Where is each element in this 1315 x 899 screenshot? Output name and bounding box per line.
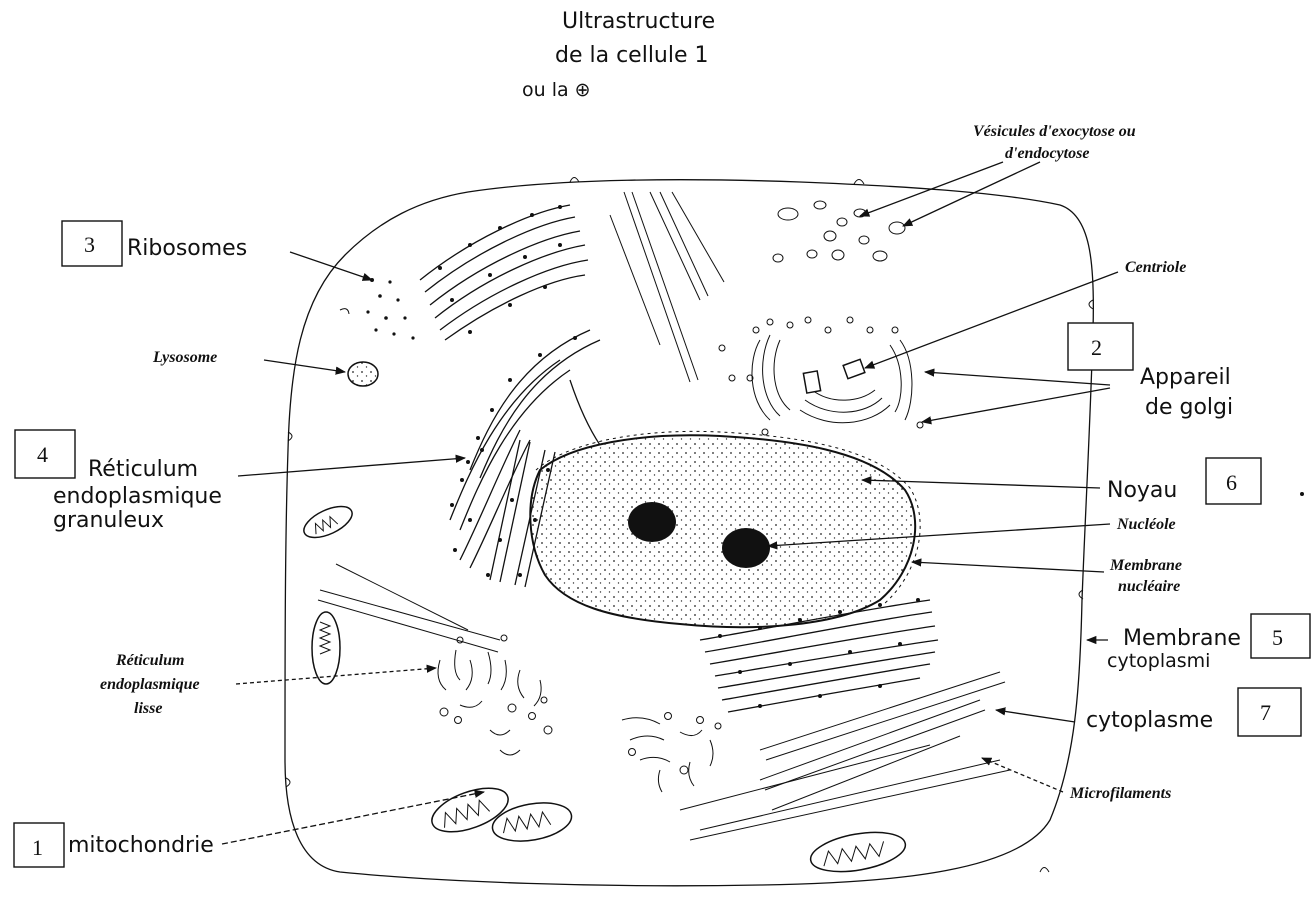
membrane-cyto-number: 5 xyxy=(1272,625,1283,650)
membrane-nucleaire-line-1: Membrane xyxy=(1109,557,1182,574)
lysosome xyxy=(348,362,378,386)
smooth-er xyxy=(438,635,721,792)
reg-label-line-1: Réticulum xyxy=(88,457,198,482)
exocytosis-vesicles xyxy=(773,201,905,262)
reg-label-line-2: endoplasmique xyxy=(53,484,222,509)
title-line-1: Ultrastructure xyxy=(562,9,715,34)
label-membrane-nucleaire: Membrane nucléaire xyxy=(912,557,1182,595)
vesicules-label-line-1: Vésicules d'exocytose ou xyxy=(973,123,1136,140)
nucleus xyxy=(530,431,920,627)
golgi-label-line-1: Appareil xyxy=(1140,365,1231,390)
label-rel: Réticulum endoplasmique lisse xyxy=(100,652,436,717)
membrane-nucleaire-line-2: nucléaire xyxy=(1118,578,1180,595)
label-cytoplasme: cytoplasme 7 xyxy=(996,688,1301,736)
ribosomes-number: 3 xyxy=(84,232,95,257)
label-ribosomes: 3 Ribosomes xyxy=(62,221,372,280)
label-microfilaments: Microfilaments xyxy=(982,758,1171,802)
membrane-cyto-line-1: Membrane xyxy=(1123,626,1241,651)
mitochondrie-label: mitochondrie xyxy=(68,833,214,858)
cytoplasme-number: 7 xyxy=(1260,700,1271,725)
microfilaments-label: Microfilaments xyxy=(1069,785,1171,802)
cytoplasme-label: cytoplasme xyxy=(1086,708,1213,733)
golgi-apparatus xyxy=(719,317,923,435)
label-reg: 4 Réticulum endoplasmique granuleux xyxy=(15,430,465,533)
ribosomes-label: Ribosomes xyxy=(127,236,247,261)
rel-label-line-2: endoplasmique xyxy=(100,676,200,693)
diagram-title: Ultrastructure de la cellule 1 ou la ⊕ xyxy=(522,9,715,101)
reg-label-line-3: granuleux xyxy=(53,508,164,533)
nucleole-label: Nucléole xyxy=(1116,516,1176,533)
reg-number: 4 xyxy=(37,442,48,467)
golgi-label-line-2: de golgi xyxy=(1145,395,1233,420)
label-lysosome: Lysosome xyxy=(152,349,345,372)
label-golgi: 2 Appareil de golgi xyxy=(922,323,1233,422)
label-noyau: Noyau 6 xyxy=(862,458,1304,504)
noyau-label: Noyau xyxy=(1107,478,1177,503)
label-mitochondrie: 1 mitochondrie xyxy=(14,792,484,867)
lysosome-label: Lysosome xyxy=(152,349,217,366)
rough-er-top-stack xyxy=(420,205,588,340)
free-ribosomes xyxy=(366,278,414,340)
noyau-number: 6 xyxy=(1226,470,1237,495)
title-line-2: de la cellule 1 xyxy=(555,43,709,68)
vesicules-label-line-2: d'endocytose xyxy=(1005,145,1089,162)
centriole-label: Centriole xyxy=(1125,259,1186,276)
label-membrane-cyto: Membrane cytoplasmi 5 xyxy=(1087,614,1310,672)
label-vesicules: Vésicules d'exocytose ou d'endocytose xyxy=(860,123,1136,226)
title-line-3: ou la ⊕ xyxy=(522,79,591,101)
centriole xyxy=(803,359,864,393)
rel-label-line-1: Réticulum xyxy=(115,652,184,669)
golgi-number: 2 xyxy=(1091,335,1102,360)
rel-label-line-3: lisse xyxy=(134,700,162,717)
mitochondrie-number: 1 xyxy=(32,835,43,860)
membrane-cyto-line-2: cytoplasmi xyxy=(1107,650,1210,672)
label-centriole: Centriole xyxy=(865,259,1186,368)
microtubules-top xyxy=(610,192,724,382)
